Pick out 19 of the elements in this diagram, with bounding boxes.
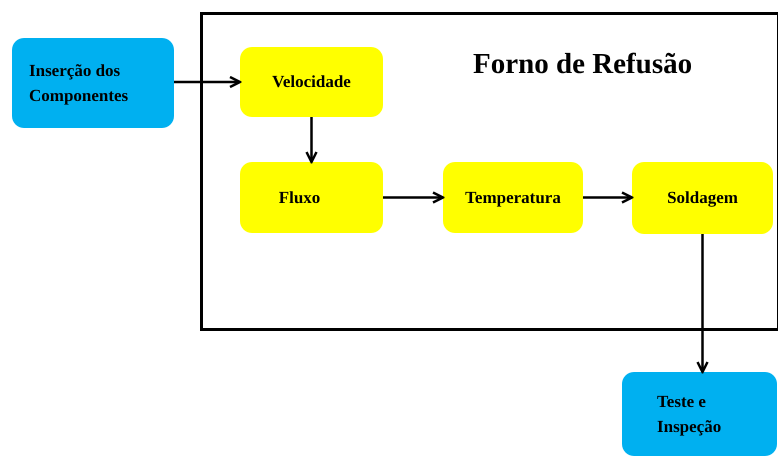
process-box bbox=[240, 162, 383, 233]
process-box bbox=[632, 162, 773, 234]
step-label: Velocidade bbox=[272, 71, 351, 94]
arrow bbox=[583, 191, 634, 204]
step-label: Soldagem bbox=[667, 187, 738, 210]
arrow bbox=[383, 191, 444, 204]
step-label: Temperatura bbox=[465, 186, 561, 209]
process-box bbox=[622, 372, 777, 456]
process-box bbox=[240, 47, 383, 117]
step-label: Fluxo bbox=[278, 186, 320, 209]
frame-title: Forno de Refusão bbox=[473, 47, 692, 82]
arrow bbox=[305, 117, 318, 164]
oven-frame bbox=[200, 12, 778, 331]
arrow bbox=[696, 234, 709, 374]
step-label: Teste e Inspeção bbox=[657, 390, 722, 438]
arrow bbox=[174, 76, 242, 88]
step-label: Inserção dos Componentes bbox=[29, 60, 130, 107]
process-box bbox=[443, 162, 583, 233]
process-box bbox=[12, 38, 174, 128]
